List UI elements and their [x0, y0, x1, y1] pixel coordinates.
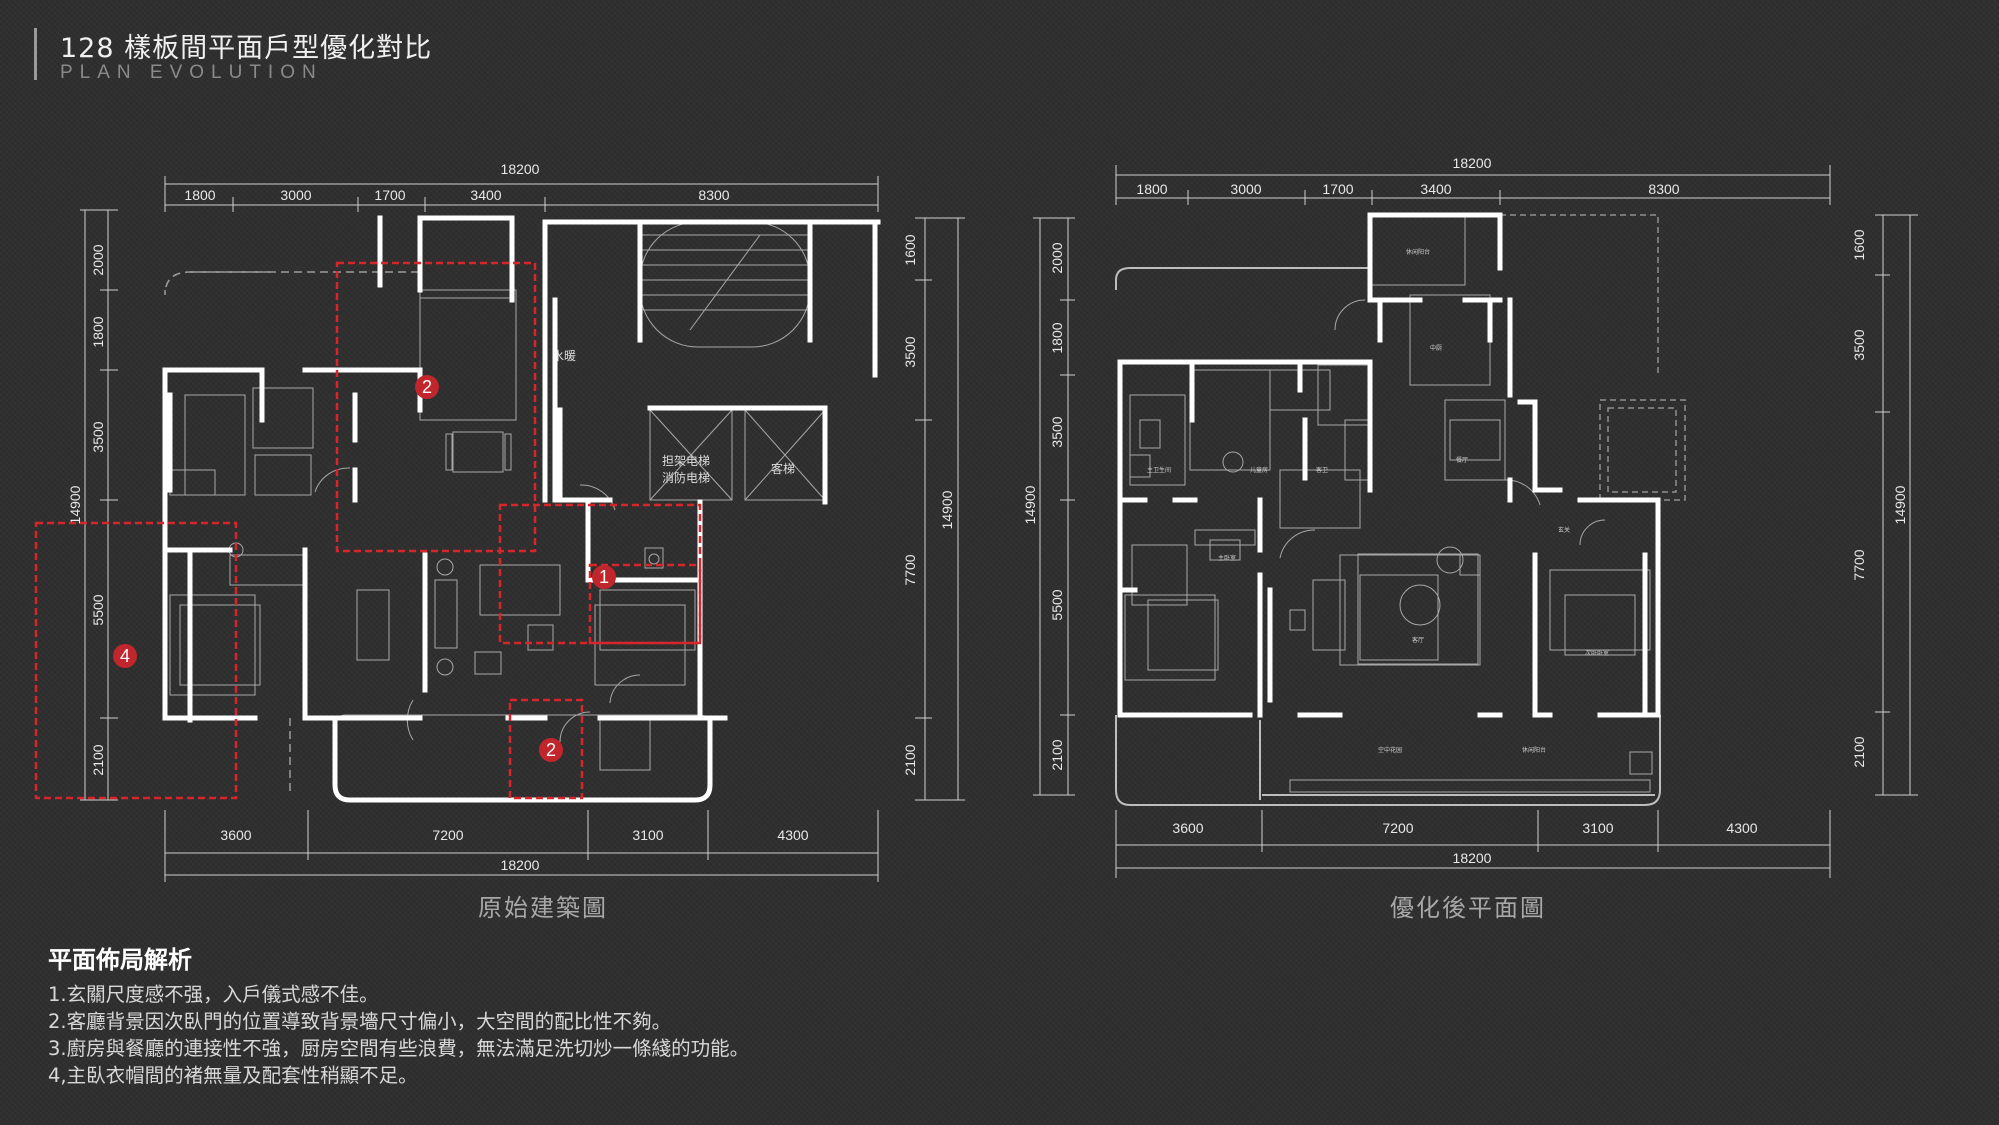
optimized-bottom-dim: 3600	[1172, 820, 1203, 836]
label-kids-room: 儿童房	[1250, 466, 1268, 474]
label-balcony-top: 休闲阳台	[1406, 248, 1430, 256]
original-top-dim: 3000	[280, 187, 311, 203]
optimized-right-dim: 1600	[1851, 229, 1867, 260]
original-stretcher-lift-label: 担架电梯	[662, 454, 710, 468]
original-left-total: 14900	[67, 485, 83, 524]
header-accent-bar	[34, 28, 37, 80]
original-top-dim: 1800	[184, 187, 215, 203]
analysis-item: 3.廚房與餐廳的連接性不強，厨房空間有些浪費，無法滿足洗切炒一條綫的功能。	[48, 1037, 750, 1060]
original-right-dim: 7700	[902, 554, 918, 585]
original-bottom-total: 18200	[501, 857, 540, 873]
optimized-left-total: 14900	[1022, 485, 1038, 524]
optimized-left-dim: 3500	[1049, 416, 1065, 447]
original-terrace-outline	[164, 271, 420, 795]
original-left-dim: 5500	[90, 594, 106, 625]
optimized-right-dim: 7700	[1851, 549, 1867, 580]
original-bottom-dim: 3600	[220, 827, 251, 843]
original-bottom-dim: 3100	[632, 827, 663, 843]
label-dining: 餐厅	[1456, 456, 1468, 464]
optimized-dashed-outline	[1500, 214, 1686, 501]
original-water-heater-label: 水暖	[552, 349, 576, 363]
analysis-title: 平面佈局解析	[48, 946, 192, 974]
original-highlight-zones	[34, 261, 702, 800]
original-left-dim: 2000	[90, 244, 106, 275]
optimized-dimension-texts: 18200 1800 3000 1700 3400 8300 3600 7200…	[1022, 155, 1908, 866]
label-foyer: 玄关	[1558, 526, 1570, 534]
optimized-bottom-dim: 7200	[1382, 820, 1413, 836]
svg-text:4: 4	[120, 646, 130, 666]
original-left-dim: 3500	[90, 421, 106, 452]
optimized-right-dim: 2100	[1851, 736, 1867, 767]
optimized-right-total: 14900	[1892, 485, 1908, 524]
label-sky-garden: 空中花园	[1378, 746, 1402, 754]
original-guest-lift-label: 客梯	[771, 461, 795, 476]
marker-4	[113, 644, 137, 668]
optimized-top-dim: 1700	[1322, 181, 1353, 197]
original-bottom-dim: 4300	[777, 827, 808, 843]
optimized-top-dim: 1800	[1136, 181, 1167, 197]
svg-text:2: 2	[422, 377, 432, 397]
original-right-total: 14900	[939, 490, 955, 529]
label-second-bed: 次卧卧室	[1585, 649, 1609, 657]
original-dimension-lines	[80, 176, 965, 882]
optimized-right-dim: 3500	[1851, 329, 1867, 360]
marker-2-kitchen	[415, 375, 439, 399]
marker-1	[592, 565, 616, 589]
optimized-top-dim: 8300	[1648, 181, 1679, 197]
label-balcony-bottom: 休闲阳台	[1522, 746, 1546, 754]
original-room-labels: 水暖 担架电梯 消防电梯 客梯	[552, 349, 795, 485]
page-subtitle: PLAN EVOLUTION	[60, 62, 323, 83]
original-fire-lift-label: 消防电梯	[662, 470, 710, 485]
optimized-bottom-total: 18200	[1453, 850, 1492, 866]
svg-text:2: 2	[546, 740, 556, 760]
optimized-left-dim: 1800	[1049, 322, 1065, 353]
label-living: 客厅	[1412, 636, 1424, 644]
label-master-bed: 主卧室	[1218, 554, 1236, 562]
optimized-bottom-dim: 4300	[1726, 820, 1757, 836]
marker-2-entry	[539, 738, 563, 762]
optimized-top-dim: 3400	[1420, 181, 1451, 197]
optimized-plan-caption: 優化後平面圖	[1390, 894, 1546, 922]
original-top-dim: 8300	[698, 187, 729, 203]
original-plan-caption: 原始建築圖	[478, 894, 608, 922]
optimized-top-total: 18200	[1453, 155, 1492, 171]
analysis-item: 1.玄關尺度感不强，入戶儀式感不佳。	[48, 983, 379, 1006]
original-right-dim: 2100	[902, 744, 918, 775]
optimized-room-labels: 休闲阳台 中厨 餐厅 主卫生间 儿童房 客卫 主卧室 客厅 玄关 次卧卧室 空中…	[1147, 248, 1609, 754]
original-top-dim: 3400	[470, 187, 501, 203]
optimized-bottom-dim: 3100	[1582, 820, 1613, 836]
label-kitchen: 中厨	[1430, 344, 1442, 352]
optimized-left-dim: 2100	[1049, 739, 1065, 770]
original-bottom-dim: 7200	[432, 827, 463, 843]
original-markers: 1 2 2 4	[113, 375, 616, 762]
optimized-left-dim: 5500	[1049, 589, 1065, 620]
analysis-item: 2.客廳背景因次臥門的位置導致背景墻尺寸偏小，大空間的配比性不夠。	[48, 1010, 672, 1033]
original-right-dim: 3500	[902, 336, 918, 367]
optimized-walls	[1117, 212, 1661, 718]
optimized-left-dim: 2000	[1049, 242, 1065, 273]
original-dimension-texts: 18200 1800 3000 1700 3400 8300 3600 7200…	[67, 161, 955, 873]
label-master-bath: 主卫生间	[1147, 466, 1171, 474]
original-left-dim: 2100	[90, 744, 106, 775]
layout-analysis: 平面佈局解析 1.玄關尺度感不强，入戶儀式感不佳。 2.客廳背景因次臥門的位置導…	[48, 940, 749, 1089]
page-title: 128 樣板間平面戶型優化對比	[60, 33, 433, 64]
original-top-dim: 1700	[374, 187, 405, 203]
optimized-outline	[1115, 267, 1661, 806]
analysis-item: 4,主臥衣帽間的褚無量及配套性稍顯不足。	[48, 1064, 418, 1087]
optimized-dimension-lines	[1033, 165, 1918, 878]
original-left-dim: 1800	[90, 316, 106, 347]
svg-text:1: 1	[599, 567, 609, 587]
optimized-top-dim: 3000	[1230, 181, 1261, 197]
optimized-furniture	[1124, 214, 1653, 793]
original-walls	[162, 215, 881, 803]
original-right-dim: 1600	[902, 234, 918, 265]
label-powder: 客卫	[1316, 466, 1328, 474]
original-top-total: 18200	[501, 161, 540, 177]
